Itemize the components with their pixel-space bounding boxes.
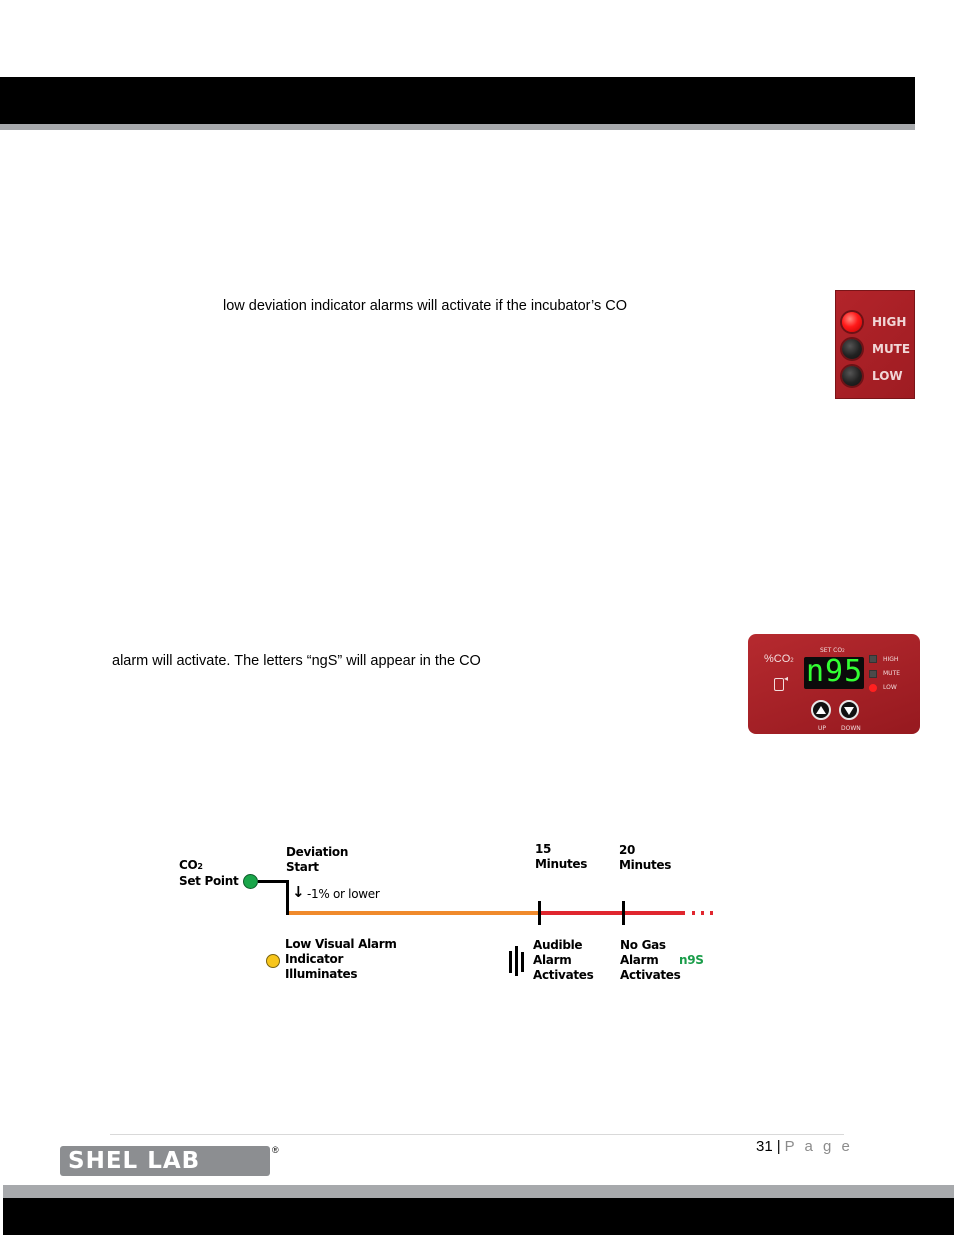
alarm-row-mute: MUTE — [842, 339, 914, 359]
high-alarm-label: HIGH — [872, 315, 907, 329]
visual-alarm-dot-icon — [266, 954, 280, 968]
audible-alarm-label: Audible Alarm Activates — [533, 938, 594, 982]
time-15-minutes-label: 15 Minutes — [535, 842, 588, 871]
paragraph-co2-alarm: low deviation indicator alarms will acti… — [223, 298, 628, 314]
setpoint-label: CO2 Set Point — [179, 858, 239, 888]
shellab-logo: SHEL LAB — [60, 1146, 270, 1176]
threshold-label: -1% or lower — [307, 887, 380, 901]
high-indicator-icon — [869, 655, 877, 663]
continuation-dots — [692, 911, 716, 915]
registered-mark-icon: ® — [272, 1145, 279, 1155]
page-number: 31|P a g e — [756, 1138, 853, 1155]
no-gas-code: n9S — [679, 953, 704, 967]
paragraph-ngs-alarm: alarm will activate. The letters “ngS” w… — [112, 653, 481, 669]
low-alarm-led-icon — [842, 366, 862, 386]
high-alarm-led-icon — [842, 312, 862, 332]
deviation-start-label: Deviation Start — [286, 845, 349, 874]
low-indicator-label: LOW — [883, 684, 897, 691]
early-deviation-segment — [289, 911, 540, 915]
header-bar — [0, 77, 915, 124]
footer-bar — [3, 1198, 954, 1235]
mute-alarm-label: MUTE — [872, 342, 911, 356]
co2-display: n95 — [804, 654, 864, 689]
low-indicator-icon — [869, 684, 877, 692]
up-label: UP — [818, 725, 827, 732]
page-number-value: 31 — [756, 1138, 773, 1155]
deviation-drop-line — [286, 880, 289, 915]
mute-indicator-icon — [869, 670, 877, 678]
down-button[interactable] — [839, 700, 859, 720]
setpoint-dot-icon — [243, 874, 258, 889]
tick-20-minutes — [622, 901, 625, 925]
footer-rule — [110, 1134, 844, 1135]
down-arrow-icon: ↓ — [292, 883, 305, 901]
no-gas-alarm-label: No Gas Alarm Activates — [620, 938, 681, 982]
gas-flow-icon: ◂ — [784, 674, 789, 683]
page-separator: | — [776, 1138, 781, 1155]
alarm-row-high: HIGH — [842, 312, 914, 332]
footer-stripe — [3, 1185, 954, 1198]
down-label: DOWN — [841, 725, 861, 732]
logo-text: SHEL LAB — [68, 1148, 201, 1174]
tick-15-minutes — [538, 901, 541, 925]
late-deviation-segment — [540, 911, 685, 915]
mute-indicator-label: MUTE — [883, 670, 901, 677]
gas-bottle-icon — [774, 678, 784, 691]
mute-alarm-led-icon — [842, 339, 862, 359]
setpoint-connector — [258, 880, 289, 883]
alarm-row-low: LOW — [842, 366, 914, 386]
co2-display-value: n95 — [806, 654, 864, 689]
up-button[interactable] — [811, 700, 831, 720]
arrow-up-icon — [816, 706, 826, 714]
co2-control-panel: %CO2 ◂ SET CO2 n95 HIGH MUTE LOW UP DOWN — [748, 634, 920, 734]
visual-alarm-label: Low Visual Alarm Indicator Illuminates — [285, 937, 397, 981]
co2-unit-label: %CO2 — [764, 653, 794, 665]
set-co2-label: SET CO2 — [820, 647, 845, 654]
page-word: P a g e — [784, 1138, 853, 1155]
arrow-down-icon — [844, 707, 854, 715]
low-alarm-label: LOW — [872, 369, 903, 383]
header-stripe — [0, 124, 915, 130]
alarm-indicator-panel: HIGH MUTE LOW — [835, 290, 915, 399]
time-20-minutes-label: 20 Minutes — [619, 843, 672, 872]
high-indicator-label: HIGH — [883, 656, 899, 663]
